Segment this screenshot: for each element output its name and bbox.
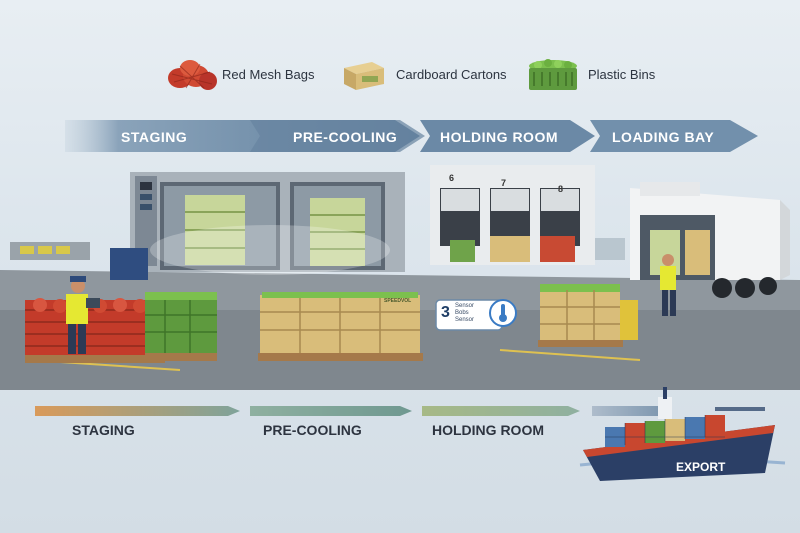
export-label: EXPORT [676, 460, 726, 474]
staging-red-pallet [25, 298, 165, 363]
worker-right [660, 254, 676, 316]
warehouse-scene [0, 165, 800, 390]
top-flow-arrow [65, 120, 758, 152]
top-stage-label-loading-bay: LOADING BAY [612, 129, 715, 145]
sensor-badge-line-1: Sensor [455, 303, 475, 309]
legend-label-red-mesh-bags: Red Mesh Bags [222, 67, 315, 82]
worker-left [66, 276, 100, 354]
staging-green-bins [145, 292, 217, 361]
sensor-badge-line-3: Sensor [455, 317, 475, 323]
holding-room-building [430, 165, 625, 265]
sensor-badge-line-2: Bobs [455, 310, 469, 316]
bottom-stage-label-staging: STAGING [72, 422, 135, 438]
crate-label: SPEEDVOL [384, 298, 412, 304]
dock-door-number-8: 8 [558, 184, 564, 194]
holding-room-cart [538, 284, 638, 347]
red-mesh-bag-icon [168, 60, 217, 90]
dock-door-number-6: 6 [449, 173, 455, 183]
top-stage-label-holding-room: HOLDING ROOM [440, 129, 558, 145]
sensor-badge [435, 299, 517, 331]
container-ship [579, 387, 786, 481]
legend-label-cardboard-cartons: Cardboard Cartons [396, 67, 507, 82]
bottom-flow-arrows [35, 406, 660, 416]
conveyor [10, 242, 90, 260]
legend-label-plastic-bins: Plastic Bins [588, 67, 656, 82]
dock-door-number-7: 7 [501, 178, 507, 188]
sensor-badge-number: 3 [441, 304, 450, 321]
cardboard-carton-icon [344, 62, 384, 90]
plastic-bin-icon [529, 59, 577, 90]
pre-cooling-cartons [258, 292, 423, 361]
pre-cooling-chamber [110, 172, 405, 280]
top-stage-label-staging: STAGING [121, 129, 188, 145]
bottom-stage-label-pre-cooling: PRE-COOLING [263, 422, 362, 438]
top-stage-label-pre-cooling: PRE-COOLING [293, 129, 398, 145]
bottom-stage-label-holding-room: HOLDING ROOM [432, 422, 544, 438]
